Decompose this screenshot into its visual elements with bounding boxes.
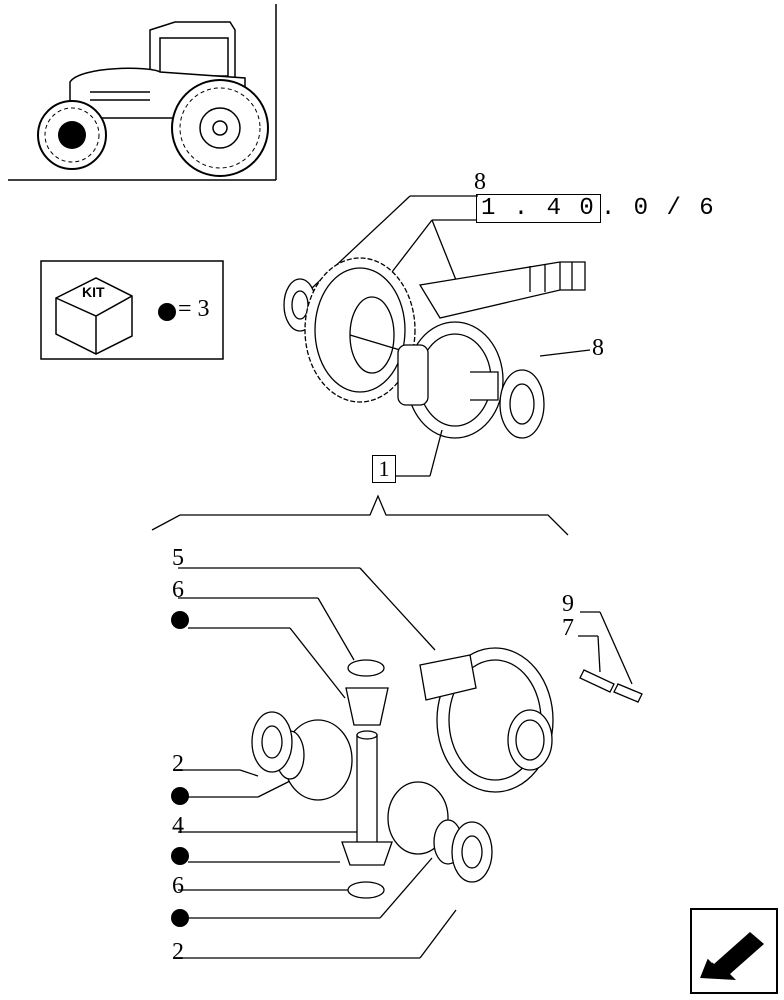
kit-legend	[40, 260, 224, 360]
reference-boxed: 1 . 4 0	[476, 194, 601, 223]
back-arrow-icon	[700, 929, 764, 980]
callout-4: 4	[172, 813, 184, 839]
kit-dot-icon	[171, 611, 189, 629]
kit-dot-icon	[171, 909, 189, 927]
callout-6-bottom: 6	[172, 873, 184, 899]
callout-5: 5	[172, 545, 184, 571]
kit-equals: = 3	[178, 296, 210, 322]
callout-8-right: 8	[592, 335, 604, 361]
kit-label: KIT	[82, 284, 105, 300]
kit-dot-icon	[171, 847, 189, 865]
callout-2-top: 2	[172, 751, 184, 777]
reference-rest: . 0 / 6	[600, 195, 716, 222]
back-arrow-button[interactable]	[690, 908, 778, 994]
reference-number: 1 . 4 0. 0 / 6	[476, 194, 716, 223]
callout-6-top: 6	[172, 577, 184, 603]
callout-7: 7	[562, 615, 574, 641]
callout-2-bottom: 2	[172, 939, 184, 965]
callout-1: 1	[372, 455, 396, 483]
callout-8-top: 8	[474, 169, 486, 195]
kit-dot-icon	[158, 303, 176, 321]
kit-dot-icon	[171, 787, 189, 805]
callout-9: 9	[562, 591, 574, 617]
